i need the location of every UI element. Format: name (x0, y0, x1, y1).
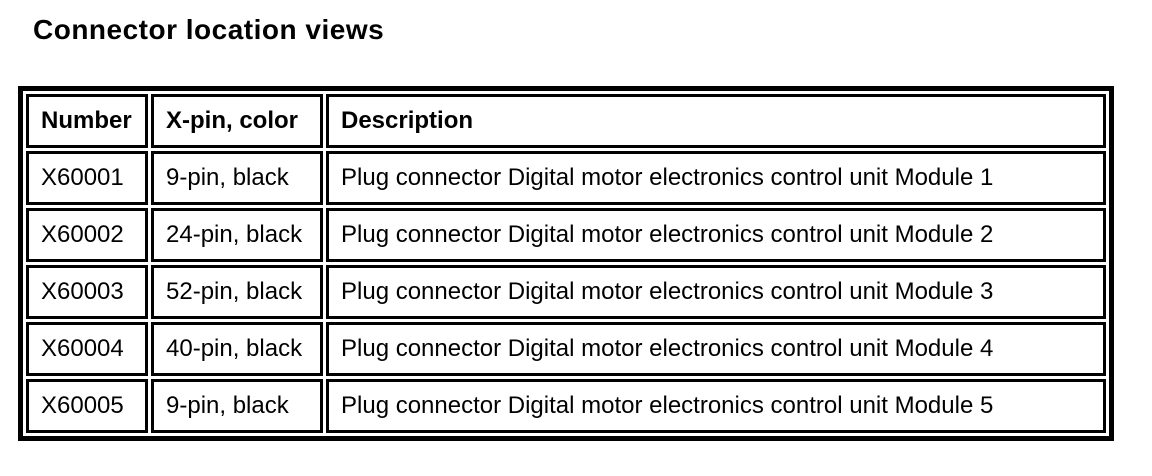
header-cell-xpin: X-pin, color (151, 94, 323, 148)
connector-location-table: Number X-pin, color Description X60001 9… (18, 86, 1114, 441)
table-row: X60002 24-pin, black Plug connector Digi… (26, 208, 1106, 262)
cell-description: Plug connector Digital motor electronics… (326, 208, 1106, 262)
page-title: Connector location views (33, 14, 385, 45)
cell-xpin: 9-pin, black (151, 379, 323, 433)
cell-number: X60005 (26, 379, 148, 433)
cell-description: Plug connector Digital motor electronics… (326, 151, 1106, 205)
cell-number: X60004 (26, 322, 148, 376)
cell-number: X60003 (26, 265, 148, 319)
table-row: X60005 9-pin, black Plug connector Digit… (26, 379, 1106, 433)
cell-description: Plug connector Digital motor electronics… (326, 265, 1106, 319)
table-row: X60003 52-pin, black Plug connector Digi… (26, 265, 1106, 319)
cell-description: Plug connector Digital motor electronics… (326, 379, 1106, 433)
table-row: X60004 40-pin, black Plug connector Digi… (26, 322, 1106, 376)
header-cell-description: Description (326, 94, 1106, 148)
cell-description: Plug connector Digital motor electronics… (326, 322, 1106, 376)
cell-xpin: 9-pin, black (151, 151, 323, 205)
cell-number: X60001 (26, 151, 148, 205)
table-row: X60001 9-pin, black Plug connector Digit… (26, 151, 1106, 205)
header-cell-number: Number (26, 94, 148, 148)
cell-xpin: 24-pin, black (151, 208, 323, 262)
cell-xpin: 40-pin, black (151, 322, 323, 376)
cell-xpin: 52-pin, black (151, 265, 323, 319)
table-header-row: Number X-pin, color Description (26, 94, 1106, 148)
cell-number: X60002 (26, 208, 148, 262)
